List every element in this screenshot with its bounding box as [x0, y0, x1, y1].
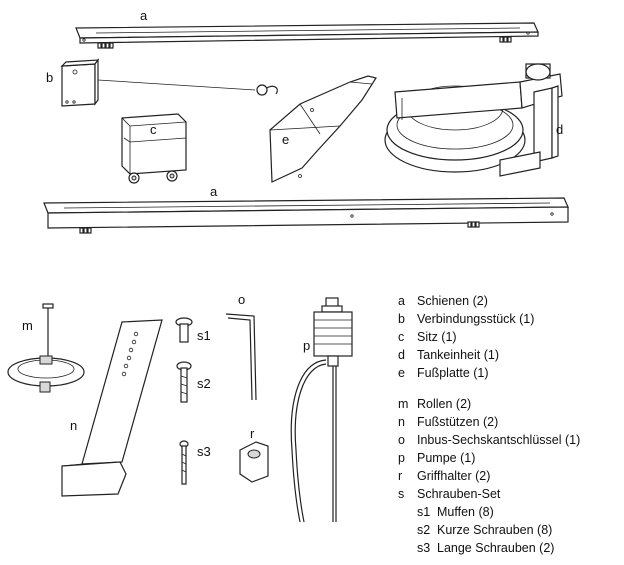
legend-key: e	[398, 366, 405, 380]
legend-group-main: a Schienen (2) b Verbindungsstück (1) c Sit…	[398, 292, 620, 382]
label-s1: s1	[197, 328, 211, 343]
label-e: e	[282, 132, 289, 147]
legend-key: s3	[417, 541, 431, 555]
legend-item: c Sitz (1)	[398, 328, 620, 346]
legend-item: d Tankeinheit (1)	[398, 346, 620, 364]
legend-text: Griffhalter (2)	[417, 469, 491, 483]
label-a-top: a	[140, 8, 148, 23]
legend-subitem: s2 Kurze Schrauben (8)	[398, 521, 620, 539]
legend-item: r Griffhalter (2)	[398, 467, 620, 485]
roller-part	[7, 303, 85, 393]
label-a-bottom: a	[210, 184, 218, 199]
handle-holder-part	[239, 441, 269, 483]
rail-top	[75, 22, 539, 49]
legend-text: Verbindungsstück (1)	[417, 312, 535, 326]
sleeve-part	[175, 317, 193, 343]
legend-item: e Fußplatte (1)	[398, 364, 620, 382]
legend-text: Fußplatte (1)	[417, 366, 489, 380]
pump-part	[290, 297, 353, 523]
foot-plate-part	[269, 75, 377, 183]
legend-subitem: s3 Lange Schrauben (2)	[398, 539, 620, 557]
label-s2: s2	[197, 376, 211, 391]
legend-text: Inbus-Sechskantschlüssel (1)	[417, 433, 581, 447]
rail-bottom	[43, 197, 569, 234]
long-screw-part	[179, 440, 189, 485]
legend-key: m	[398, 397, 409, 411]
tank-unit-part	[384, 63, 563, 177]
label-m: m	[22, 318, 33, 333]
legend-item: b Verbindungsstück (1)	[398, 310, 620, 328]
legend-text: Schienen (2)	[417, 294, 488, 308]
legend-key: r	[398, 469, 403, 483]
legend-text: Rollen (2)	[417, 397, 472, 411]
legend-key: o	[398, 433, 405, 447]
legend-text: Kurze Schrauben (8)	[437, 523, 553, 537]
legend-text: Schrauben-Set	[417, 487, 501, 501]
legend-key: b	[398, 312, 405, 326]
label-b: b	[46, 70, 53, 85]
legend-key: a	[398, 294, 405, 308]
parts-legend: a Schienen (2) b Verbindungsstück (1) c Sit…	[398, 292, 620, 557]
legend-subitem: s1 Muffen (8)	[398, 503, 620, 521]
short-screw-part	[176, 361, 192, 403]
hex-key-part	[225, 313, 257, 401]
connector-part	[60, 58, 278, 107]
foot-rest-part	[61, 319, 163, 497]
legend-key: p	[398, 451, 405, 465]
legend-key: c	[398, 330, 405, 344]
legend-text: Lange Schrauben (2)	[437, 541, 555, 555]
legend-group-accessories: m Rollen (2) n Fußstützen (2) o Inbus-Sechs…	[398, 395, 620, 557]
legend-key: s1	[417, 505, 431, 519]
legend-text: Pumpe (1)	[417, 451, 476, 465]
legend-key: n	[398, 415, 405, 429]
legend-item: a Schienen (2)	[398, 292, 620, 310]
seat-part	[121, 113, 187, 184]
label-s3: s3	[197, 444, 211, 459]
legend-text: Sitz (1)	[417, 330, 457, 344]
label-n: n	[70, 418, 77, 433]
legend-item: p Pumpe (1)	[398, 449, 620, 467]
legend-text: Muffen (8)	[437, 505, 494, 519]
label-d: d	[556, 122, 563, 137]
legend-key: s2	[417, 523, 431, 537]
legend-item: s Schrauben-Set	[398, 485, 620, 503]
label-p: p	[303, 338, 310, 353]
legend-item: m Rollen (2)	[398, 395, 620, 413]
legend-text: Fußstützen (2)	[417, 415, 499, 429]
legend-item: n Fußstützen (2)	[398, 413, 620, 431]
legend-item: o Inbus-Sechskantschlüssel (1)	[398, 431, 620, 449]
legend-text: Tankeinheit (1)	[417, 348, 499, 362]
label-o: o	[238, 292, 245, 307]
legend-key: d	[398, 348, 405, 362]
label-r: r	[250, 426, 255, 441]
legend-key: s	[398, 487, 405, 501]
label-c: c	[150, 122, 157, 137]
